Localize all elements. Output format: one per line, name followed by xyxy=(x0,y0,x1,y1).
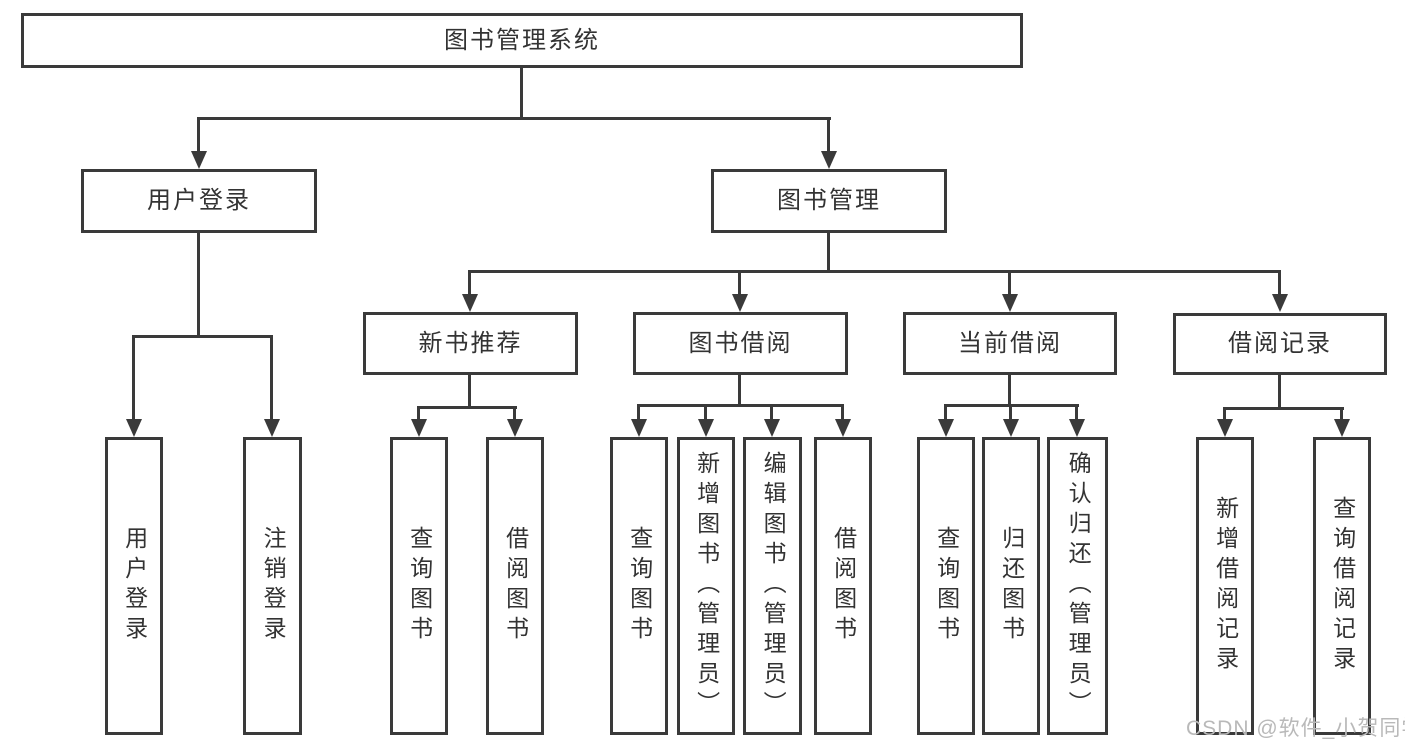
leaf-query-borrow-record: 查询借阅记录 xyxy=(1313,437,1371,735)
arrowhead-down xyxy=(1272,294,1288,312)
arrowhead-down xyxy=(1002,294,1018,312)
arrowhead-down xyxy=(191,151,207,169)
node-new-book-recommend: 新书推荐 xyxy=(363,312,578,375)
arrowhead-down xyxy=(411,419,427,437)
connector-line-vertical xyxy=(827,233,830,271)
connector-line-horizontal xyxy=(468,270,1281,273)
leaf-label: 查询借阅记录 xyxy=(1329,496,1356,676)
leaf-query-books-current: 查询图书 xyxy=(917,437,975,735)
leaf-query-books-borrowing: 查询图书 xyxy=(610,437,668,735)
arrow-stem xyxy=(944,405,947,419)
node-label: 图书管理系统 xyxy=(444,26,600,54)
leaf-user-login: 用户登录 xyxy=(105,437,163,735)
arrowhead-down xyxy=(462,294,478,312)
leaf-label: 编辑图书（管理员） xyxy=(760,451,787,721)
arrow-stem xyxy=(1075,405,1078,419)
leaf-return-books: 归还图书 xyxy=(982,437,1040,735)
node-user-login: 用户登录 xyxy=(81,169,317,233)
arrowhead-down xyxy=(732,294,748,312)
connector-line-vertical xyxy=(1008,375,1011,405)
arrow-stem xyxy=(1340,408,1343,419)
leaf-label: 查询图书 xyxy=(933,526,960,646)
leaf-borrow-books-recommend: 借阅图书 xyxy=(486,437,544,735)
arrow-stem xyxy=(270,336,273,419)
node-label: 借阅记录 xyxy=(1228,330,1332,357)
leaf-label: 归还图书 xyxy=(998,526,1025,646)
connector-line-vertical xyxy=(738,375,741,405)
node-label: 图书管理 xyxy=(777,187,881,214)
leaf-query-books-recommend: 查询图书 xyxy=(390,437,448,735)
leaf-label: 查询图书 xyxy=(406,526,433,646)
arrow-stem xyxy=(1008,271,1011,294)
arrow-stem xyxy=(637,405,640,419)
leaf-label: 借阅图书 xyxy=(502,526,529,646)
arrowhead-down xyxy=(507,419,523,437)
node-book-borrowing: 图书借阅 xyxy=(633,312,848,375)
node-label: 当前借阅 xyxy=(958,329,1062,357)
watermark: CSDN @软件_小贺同学 xyxy=(1186,717,1405,740)
arrow-stem xyxy=(1009,405,1012,419)
arrowhead-down xyxy=(835,419,851,437)
leaf-label: 确认归还（管理员） xyxy=(1065,451,1092,721)
arrow-stem xyxy=(1278,271,1281,294)
connector-line-horizontal xyxy=(417,406,517,409)
node-label: 新书推荐 xyxy=(418,329,523,357)
arrow-stem xyxy=(738,271,741,294)
arrow-stem xyxy=(827,118,830,151)
node-library-management-system: 图书管理系统 xyxy=(21,13,1023,68)
connector-line-vertical xyxy=(468,375,471,407)
arrowhead-down xyxy=(126,419,142,437)
arrow-stem xyxy=(1223,408,1226,419)
node-label: 图书借阅 xyxy=(688,329,793,357)
connector-line-vertical xyxy=(520,68,523,118)
arrowhead-down xyxy=(1334,419,1350,437)
leaf-label: 借阅图书 xyxy=(830,526,857,646)
arrowhead-down xyxy=(698,419,714,437)
leaf-label: 查询图书 xyxy=(626,526,653,646)
arrow-stem xyxy=(132,336,135,419)
arrowhead-down xyxy=(1069,419,1085,437)
leaf-add-books-admin: 新增图书（管理员） xyxy=(677,437,735,735)
connector-line-vertical xyxy=(1278,375,1281,408)
leaf-borrow-books: 借阅图书 xyxy=(814,437,872,735)
leaf-edit-books-admin: 编辑图书（管理员） xyxy=(743,437,802,735)
arrow-stem xyxy=(704,405,707,419)
connector-line-horizontal xyxy=(637,404,844,407)
arrowhead-down xyxy=(264,419,280,437)
arrowhead-down xyxy=(1217,419,1233,437)
leaf-add-borrow-record: 新增借阅记录 xyxy=(1196,437,1254,735)
connector-line-horizontal xyxy=(1223,407,1344,410)
node-borrowing-records: 借阅记录 xyxy=(1173,313,1387,375)
leaf-logout: 注销登录 xyxy=(243,437,302,735)
connector-line-vertical xyxy=(197,233,200,336)
leaf-label: 新增图书（管理员） xyxy=(693,451,720,721)
arrow-stem xyxy=(417,407,420,419)
leaf-label: 新增借阅记录 xyxy=(1212,496,1239,676)
arrowhead-down xyxy=(764,419,780,437)
node-label: 用户登录 xyxy=(147,187,251,214)
arrow-stem xyxy=(841,405,844,419)
node-current-borrowing: 当前借阅 xyxy=(903,312,1117,375)
arrowhead-down xyxy=(938,419,954,437)
arrowhead-down xyxy=(631,419,647,437)
node-book-management: 图书管理 xyxy=(711,169,947,233)
leaf-label: 用户登录 xyxy=(121,526,148,646)
arrow-stem xyxy=(468,271,471,294)
arrow-stem xyxy=(513,407,516,419)
connector-line-horizontal xyxy=(132,335,273,338)
arrowhead-down xyxy=(1003,419,1019,437)
leaf-label: 注销登录 xyxy=(260,526,287,646)
arrow-stem xyxy=(770,405,773,419)
arrowhead-down xyxy=(821,151,837,169)
connector-line-horizontal xyxy=(197,117,831,120)
leaf-confirm-return-admin: 确认归还（管理员） xyxy=(1047,437,1108,735)
arrow-stem xyxy=(197,118,200,151)
